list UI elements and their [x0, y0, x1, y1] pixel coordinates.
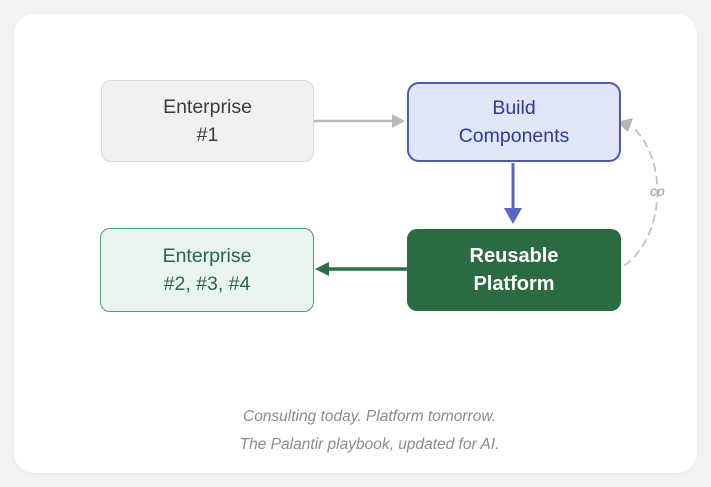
node-reusable-platform: Reusable Platform [407, 229, 621, 311]
node-enterprise-234-label-line2: #2, #3, #4 [163, 273, 251, 295]
node-enterprise-234-label-line1: Enterprise [162, 245, 252, 267]
node-enterprise-1: Enterprise #1 [101, 80, 314, 162]
feedback-arc-label: co [650, 183, 665, 199]
arrow-build-to-platform [504, 163, 522, 224]
node-enterprise-1-label-line1: Enterprise [163, 96, 252, 118]
diagram-caption: Consulting today. Platform tomorrow. The… [14, 403, 697, 459]
diagram-card: Enterprise #1 Build Components Reusable … [14, 14, 697, 473]
node-enterprise-234: Enterprise #2, #3, #4 [100, 228, 314, 312]
node-enterprise-1-label-line2: #1 [196, 124, 219, 146]
node-reusable-platform-label-line1: Reusable [469, 245, 559, 267]
caption-line2: The Palantir playbook, updated for AI. [239, 436, 500, 453]
arrow-enterprise1-to-build [314, 114, 405, 128]
node-build-components-label-line2: Components [458, 125, 570, 147]
caption-line1: Consulting today. Platform tomorrow. [243, 408, 496, 425]
arrow-platform-to-enterprise234 [315, 262, 407, 276]
node-build-components-label-line1: Build [492, 97, 536, 119]
node-reusable-platform-label-line2: Platform [473, 273, 555, 295]
node-build-components: Build Components [407, 82, 621, 162]
